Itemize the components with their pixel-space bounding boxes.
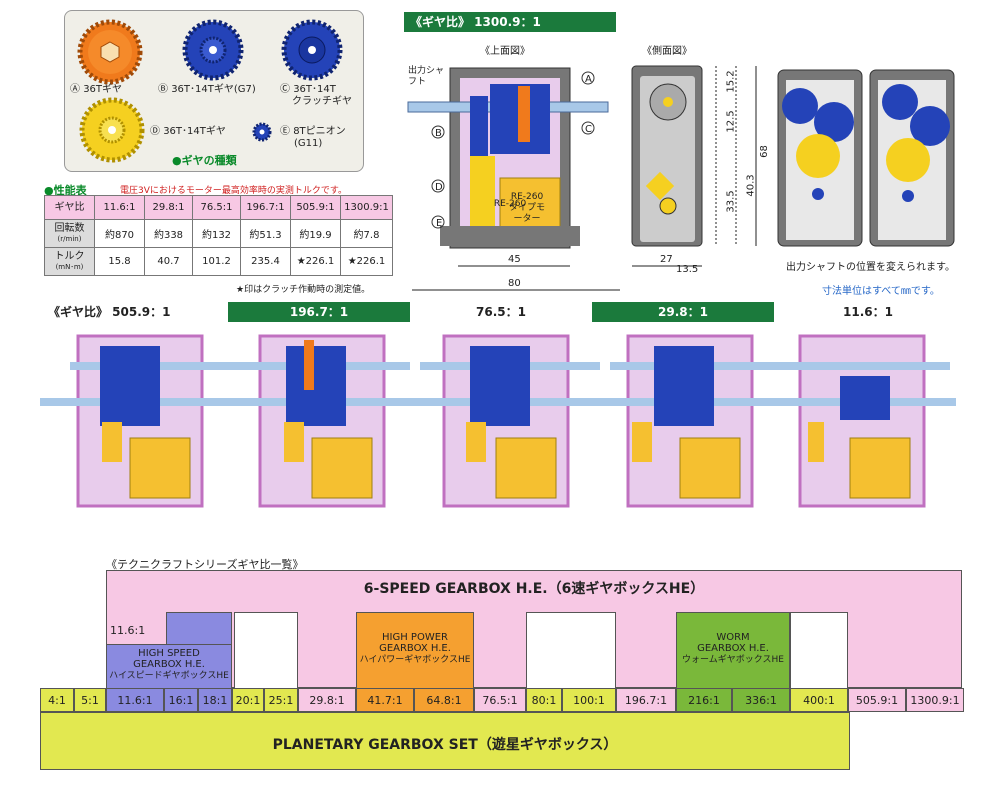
performance-footnote: ★印はクラッチ作動時の測定値。 xyxy=(236,285,371,295)
worm-block xyxy=(676,612,790,688)
performance-table: ギヤ比 11.6:1 29.8:1 76.5:1 196.7:1 505.9:1… xyxy=(44,195,393,276)
side-view-gearbox xyxy=(631,65,703,247)
motor-label: RE-260 xyxy=(494,199,527,209)
ratio-band-11-6: 11.6：1 xyxy=(843,305,893,319)
svg-text:D: D xyxy=(435,182,443,193)
ratio-cell: 100:1 xyxy=(562,688,616,712)
ratio-cell: 20:1 xyxy=(232,688,264,712)
table-row: トルク(mN･m) 15.8 40.7 101.2 235.4 ★226.1 ★… xyxy=(44,247,393,276)
ratio-cell: 29.8:1 xyxy=(298,688,356,712)
gear-e-icon xyxy=(252,122,272,142)
dim-27: 27 xyxy=(660,254,673,265)
ratio-cell: 505.9:1 xyxy=(848,688,906,712)
ratio-cell: 80:1 xyxy=(526,688,562,712)
six-speed-label: 6-SPEED GEARBOX H.E.（6速ギヤボックスHE） xyxy=(363,581,705,597)
ratio-band-505-9: 《ギヤ比》 505.9：1 xyxy=(48,305,171,319)
planetary-block xyxy=(40,712,850,770)
gearbox-configurations xyxy=(40,334,956,508)
motor-type-label: RE-260タイプモーター xyxy=(508,192,545,224)
config-196-7 xyxy=(216,334,412,508)
top-ratio-band: 《ギヤ比》 1300.9：1 xyxy=(404,12,616,32)
svg-text:C: C xyxy=(585,124,592,135)
side-view-label: 《側面図》 xyxy=(642,46,692,57)
table-row: ギヤ比 11.6:1 29.8:1 76.5:1 196.7:1 505.9:1… xyxy=(44,195,393,220)
gear-b-icon xyxy=(182,19,244,81)
dim-68: 68 xyxy=(758,145,770,158)
ratio-band-29-8: 29.8：1 xyxy=(592,302,774,322)
ratio-cell: 400:1 xyxy=(790,688,848,712)
output-shaft-label: 出力シャフト xyxy=(408,66,445,87)
ratio-cell: 336:1 xyxy=(732,688,790,712)
gear-e-caption: Ⓔ 8Tピニオン(G11) xyxy=(280,126,346,149)
performance-title: ●性能表 xyxy=(44,184,87,197)
ratio-cell: 18:1 xyxy=(198,688,232,712)
svg-text:B: B xyxy=(435,128,442,139)
gear-types-title: ●ギヤの種類 xyxy=(172,154,237,167)
ratio-cell: 1300.9:1 xyxy=(906,688,964,712)
unit-note: 寸法単位はすべて㎜です。 xyxy=(822,286,940,297)
ratio-cell: 196.7:1 xyxy=(616,688,676,712)
gear-a-icon xyxy=(80,22,140,82)
ratio-cell: 5:1 xyxy=(74,688,106,712)
ratio-cell: 216:1 xyxy=(676,688,732,712)
dim-15-2: 15.2 xyxy=(725,70,737,93)
gear-types-illustration xyxy=(64,19,343,163)
series-title: 《テクニクラフトシリーズギヤ比一覧》 xyxy=(106,558,304,571)
dim-80: 80 xyxy=(508,278,521,289)
high-speed-block xyxy=(106,644,232,688)
ratio-band-76-5: 76.5：1 xyxy=(476,305,526,319)
gear-d-icon xyxy=(79,97,145,163)
gear-a-caption: Ⓐ 36Tギヤ xyxy=(70,84,123,95)
gearbox-diagram: RE-260 A B C D E xyxy=(407,65,955,291)
high-speed-ratio: 11.6:1 xyxy=(110,624,146,637)
dim-33-5: 33.5 xyxy=(725,190,737,213)
svg-text:A: A xyxy=(585,74,592,85)
config-505-9 xyxy=(40,334,250,508)
alternate-shaft-views xyxy=(777,69,955,247)
ratio-cell: 4:1 xyxy=(40,688,74,712)
performance-note: 電圧3Vにおけるモーター最高効率時の実測トルクです。 xyxy=(120,186,347,196)
high-power-block xyxy=(356,612,474,688)
ratio-band-196-7: 196.7：1 xyxy=(228,302,410,322)
top-view-label: 《上面図》 xyxy=(480,46,530,57)
config-11-6 xyxy=(760,334,956,508)
gear-d-caption: Ⓓ 36T･14Tギヤ xyxy=(150,126,226,137)
ratio-cell: 64.8:1 xyxy=(414,688,474,712)
ratio-cell: 41.7:1 xyxy=(356,688,414,712)
gear-b-caption: Ⓑ 36T･14Tギヤ(G7) xyxy=(158,84,256,95)
output-shaft-note: 出力シャフトの位置を変えられます。 xyxy=(786,262,955,273)
top-view-gearbox xyxy=(407,67,609,249)
dim-12-5: 12.5 xyxy=(725,110,737,133)
ratio-cell: 76.5:1 xyxy=(474,688,526,712)
svg-text:E: E xyxy=(436,218,442,229)
config-76-5 xyxy=(396,334,600,508)
dim-13-5: 13.5 xyxy=(676,264,699,275)
ratio-cell: 11.6:1 xyxy=(106,688,164,712)
ratio-cell: 16:1 xyxy=(164,688,198,712)
table-row: 回転数(r/min) 約870 約338 約132 約51.3 約19.9 約7… xyxy=(44,219,393,248)
ratio-cell: 25:1 xyxy=(264,688,298,712)
gear-c-icon xyxy=(281,19,343,81)
dim-40-3: 40.3 xyxy=(745,174,757,197)
config-29-8 xyxy=(580,334,790,508)
dim-45: 45 xyxy=(508,254,521,265)
planetary-label: PLANETARY GEARBOX SET（遊星ギヤボックス） xyxy=(272,737,618,753)
